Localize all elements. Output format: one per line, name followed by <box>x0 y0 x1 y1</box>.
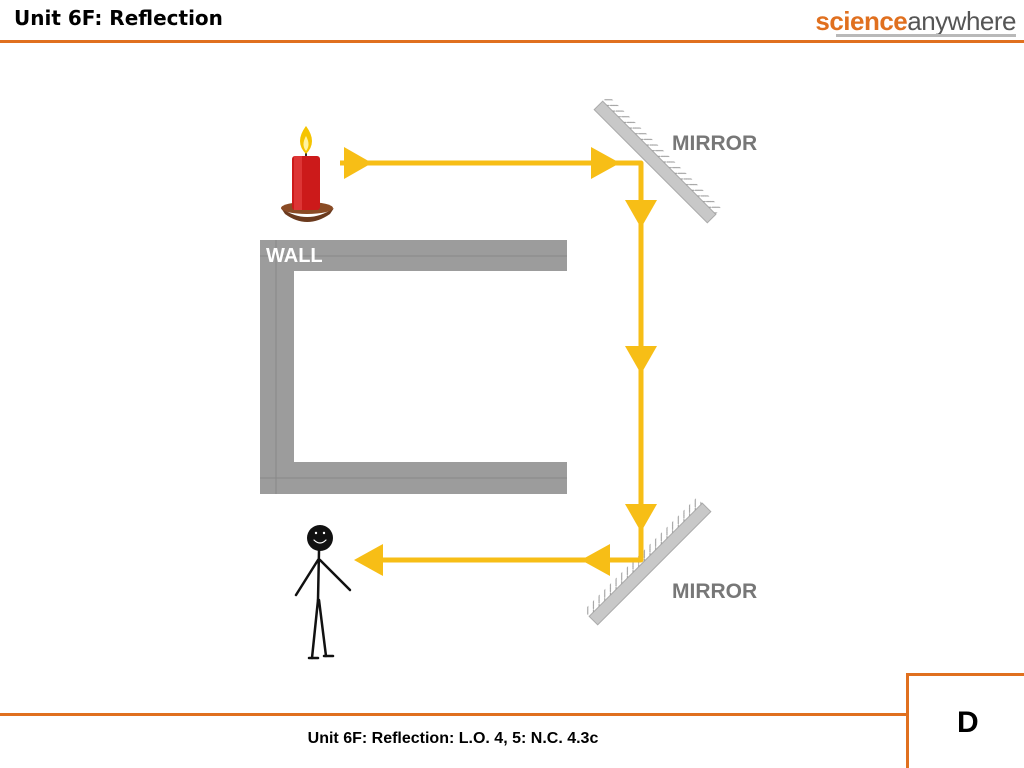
header-rule <box>0 40 1024 43</box>
page-title: Unit 6F: Reflection <box>14 6 223 30</box>
person-icon <box>294 525 352 660</box>
light-ray <box>340 147 657 576</box>
light-ray-path <box>340 160 644 563</box>
mirror-bottom-label: MIRROR <box>672 580 757 603</box>
mirror-top-label: MIRROR <box>672 132 757 155</box>
ray-arrow-down-2 <box>625 346 657 374</box>
logo-underline <box>836 34 1016 37</box>
wall-left <box>260 240 294 494</box>
ray-arrow-down-3 <box>625 504 657 532</box>
logo: scienceanywhere <box>815 6 1016 37</box>
logo-science: science <box>815 6 908 36</box>
footer-text: Unit 6F: Reflection: L.O. 4, 5: N.C. 4.3… <box>307 730 599 747</box>
ray-arrow-right-2 <box>591 147 620 179</box>
ray-arrow-left-2 <box>354 544 383 576</box>
candle-icon <box>281 126 334 222</box>
ray-arrow-down-1 <box>625 200 657 228</box>
ray-arrow-left-1 <box>581 544 610 576</box>
answer-letter: D <box>957 706 979 739</box>
logo-anywhere: anywhere <box>907 6 1016 36</box>
wall: WALL <box>260 240 567 494</box>
ray-arrow-right-1 <box>344 147 372 179</box>
footer-rule <box>0 713 906 716</box>
mirror-top <box>593 95 722 224</box>
wall-label: WALL <box>266 245 323 267</box>
answer-letter-box: D <box>906 673 1024 768</box>
